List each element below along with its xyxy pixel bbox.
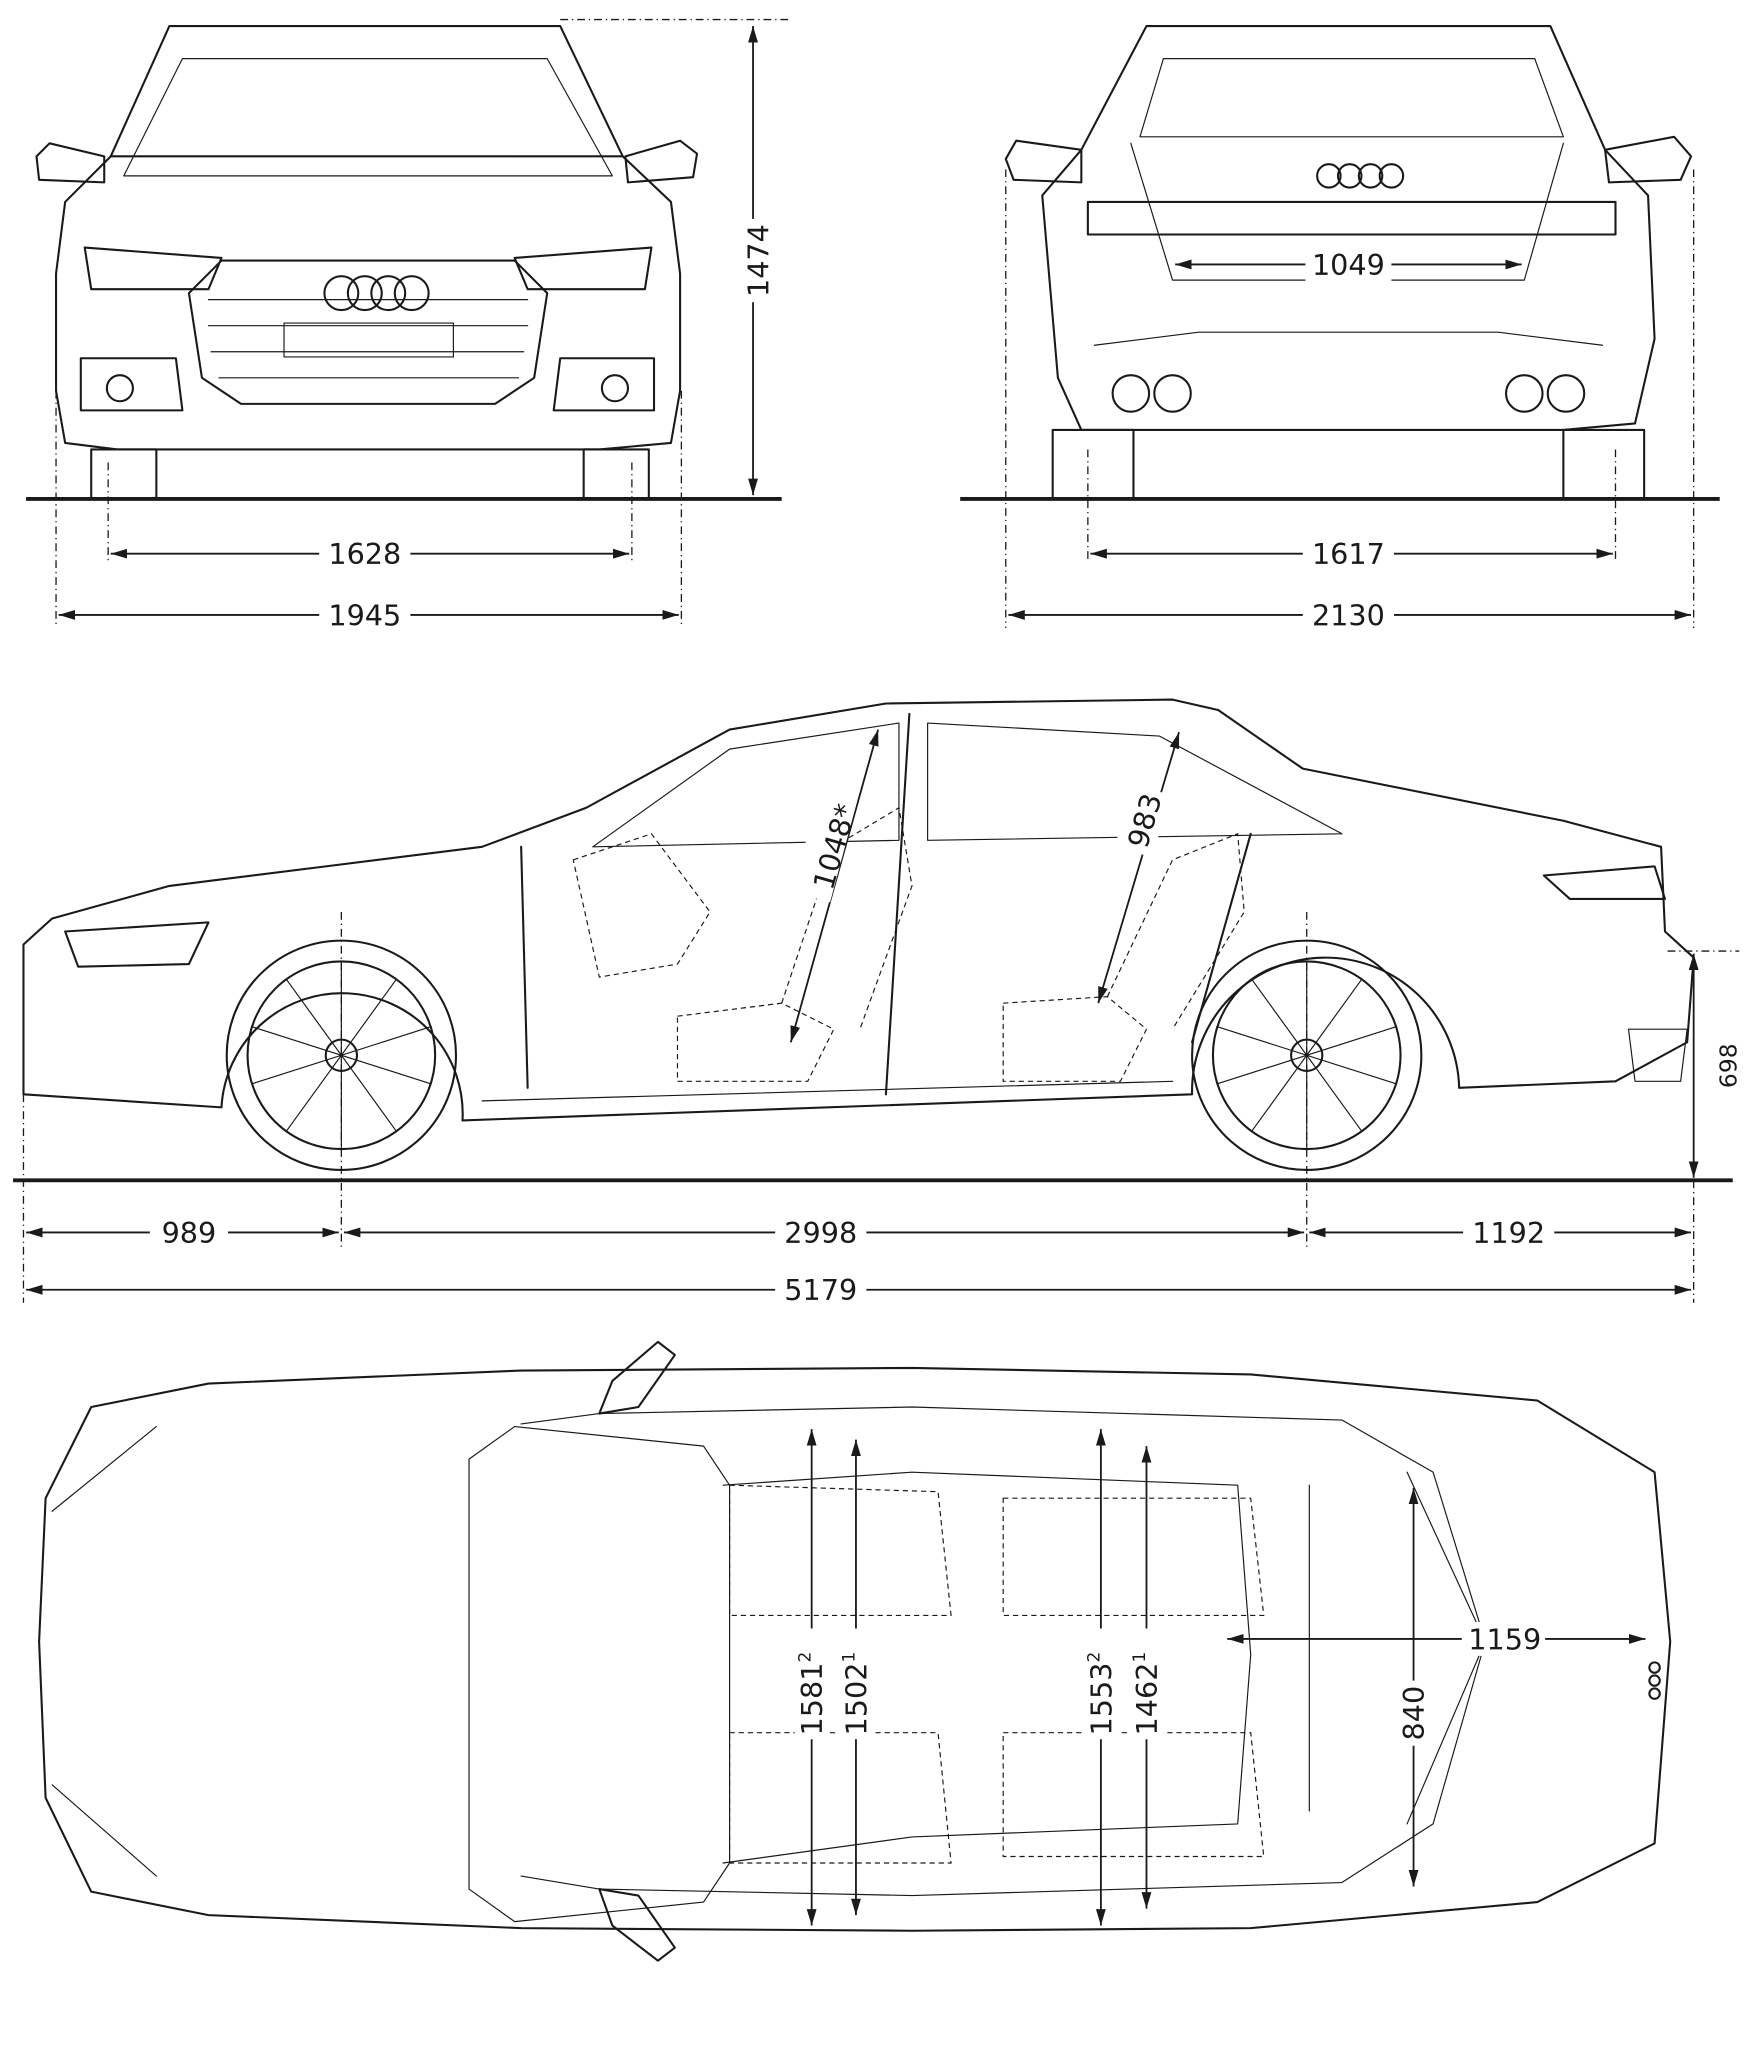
dim-body-width: 1945 [328,598,401,632]
rear-car-outline [1004,25,1693,501]
dim-rear-overhang: 1192 [1472,1216,1545,1250]
dim-trunk-length: 1159 [1468,1622,1541,1656]
dim-front-overhang: 989 [162,1216,217,1250]
dim-trunk-width: 840 [1397,1686,1431,1741]
rear-view: 1049 1617 2130 [960,25,1720,632]
dim-wheelbase: 2998 [784,1216,857,1250]
front-view: 1474 1628 1945 [26,18,789,632]
front-car-outline [35,25,699,501]
dim-overall-length: 5179 [784,1273,857,1307]
dim-front-track: 1628 [328,537,401,571]
side-view: 1048* 983 698 989 2998 1192 5179 [13,698,1743,1307]
side-car-outline [22,698,1695,1171]
top-view: 15812 15021 15532 14621 1159 840 [38,1340,1672,1962]
dim-front-elbow-width: 15021 [839,1652,874,1736]
dim-front-shoulder-width: 15812 [794,1652,829,1736]
dim-loading-sill-height: 698 [1715,1043,1743,1088]
dim-trunk-opening-width: 1049 [1312,248,1385,282]
dim-rear-headroom: 983 [1121,790,1169,852]
dim-rear-elbow-width: 14621 [1129,1652,1164,1736]
dim-rear-shoulder-width: 15532 [1084,1652,1119,1736]
dim-rear-track: 1617 [1312,537,1385,571]
dim-width-with-mirrors: 2130 [1312,598,1385,632]
dim-height: 1474 [742,224,776,297]
